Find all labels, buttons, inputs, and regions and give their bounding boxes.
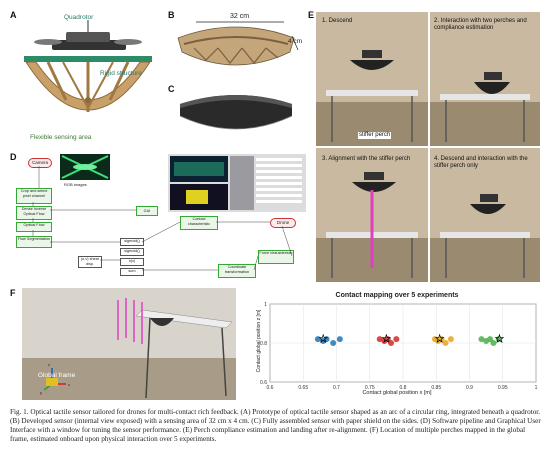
x-tick-label: 0.65 [298, 385, 308, 391]
panel-e-label: E [308, 10, 315, 20]
force-characteristic-node: Force characteristic [258, 250, 294, 264]
y-tick-label: 0.6 [260, 380, 267, 386]
data-point [393, 336, 400, 343]
uv-node: (u,v) shear disp. [78, 256, 102, 268]
gui-node: GUI [136, 206, 158, 216]
panel-a-label: A [10, 10, 17, 20]
panel-d: D Camera RGB images Crop and select pixe… [8, 150, 306, 282]
x-tick-label: 0.75 [365, 385, 375, 391]
step-3-photo [316, 148, 428, 282]
quadrotor-label: Quadrotor [64, 14, 94, 21]
global-frame-label: Global frame [38, 372, 76, 379]
panel-c: C [166, 82, 306, 148]
step-3-label: 3. Alignment with the stiffer perch [322, 156, 411, 162]
rgb-image-thumbnail [60, 154, 110, 180]
rgb-images-label: RGB images [64, 182, 87, 187]
scatter-plot: 0.6 0.65 0.7 0.75 0.8 0.85 0.9 0.95 1 1 0.8 0.6 ★ ★ ★ ★ [260, 302, 538, 391]
rigid-structure-label: Rigid structure [100, 70, 142, 77]
gui-screenshot [168, 154, 306, 212]
data-point [478, 336, 485, 343]
x-tick-label: 0.85 [431, 385, 441, 391]
data-point [376, 336, 383, 343]
data-point [442, 340, 449, 346]
data-point [314, 336, 321, 343]
drone-node: Drone [270, 218, 296, 228]
sensor-internal-photo [177, 21, 299, 66]
data-point [490, 340, 497, 346]
panel-f: F z x y Global frame Contact mapping ove… [8, 286, 546, 404]
step-2-label: 2. Interaction with two perches and comp… [434, 18, 527, 31]
estimate-star-marker: ★ [435, 334, 444, 345]
step-4-photo [430, 148, 540, 282]
data-point [330, 340, 337, 346]
y-tick-label: 1 [264, 302, 267, 308]
data-point [495, 336, 502, 343]
y-tick-label: 0.8 [260, 341, 267, 347]
flow-segmentation-node: Flow Segmentation [16, 236, 52, 248]
sum-node: sum [120, 268, 144, 276]
estimate-star-marker: ★ [319, 334, 328, 345]
x-tick-label: 0.8 [400, 385, 407, 391]
panel-d-label: D [10, 152, 17, 162]
x-tick-label: 0.6 [267, 385, 274, 391]
hx-node: h(x) [120, 258, 144, 266]
step-2-photo [430, 12, 540, 146]
step-1-label: 1. Descend [322, 18, 353, 24]
width-dimension: 32 cm [230, 13, 250, 20]
step-4-label: 4. Descend and interaction with the stif… [434, 156, 528, 169]
panel-e: E 1. Descend 2. Interact [308, 8, 546, 282]
x-tick-label: 0.95 [498, 385, 508, 391]
estimate-star-marker: ★ [495, 334, 504, 345]
x-tick-label: 0.7 [333, 385, 340, 391]
sigmoid-node-1: sigmoid() [120, 238, 144, 246]
estimate-star-marker: ★ [382, 334, 391, 345]
data-point [336, 336, 343, 343]
sigmoid-node-2: sigmoid() [120, 248, 144, 256]
panel-b-label: B [168, 10, 175, 20]
data-point [447, 336, 454, 343]
global-frame-photo [22, 288, 236, 400]
crop-node: Crop and select pixel channel [16, 188, 52, 204]
dense-flow-node: Dense Inverse Optical Flow [16, 206, 52, 220]
flexible-sensing-label: Flexible sensing area [30, 134, 92, 141]
contact-mapping-chart: Contact mapping over 5 experiments Conta… [248, 286, 546, 404]
chart-xlabel: Contact global position x [m] [362, 390, 432, 396]
panel-a: A Quadrotor Rigid structure Flexible sen… [8, 8, 166, 148]
axis-y-label: y [40, 390, 42, 395]
data-point [384, 336, 391, 343]
panel-b: B 32 cm 4 cm [166, 8, 306, 82]
optical-flow-node: Optical Flow [16, 222, 52, 232]
sensor-assembled-photo [179, 95, 293, 130]
chart-title: Contact mapping over 5 experiments [335, 292, 459, 299]
x-tick-label: 1 [535, 385, 538, 391]
stiffer-perch-label: stiffer perch [358, 132, 392, 139]
axis-x-label: x [68, 382, 70, 387]
figure-caption: Fig. 1. Optical tactile sensor tailored … [10, 408, 541, 443]
panel-c-label: C [168, 84, 175, 94]
data-point [323, 336, 330, 343]
panel-f-label: F [10, 288, 16, 298]
contact-characteristic-node: Contact characteristic [180, 216, 218, 230]
x-tick-label: 0.9 [466, 385, 473, 391]
camera-node: Camera [28, 158, 52, 168]
quadrotor-sensor-illustration [24, 20, 152, 112]
data-point [388, 340, 395, 346]
coordinate-transform-node: Coordinate transformation [218, 264, 256, 278]
height-dimension: 4 cm [288, 38, 303, 45]
data-point [487, 336, 494, 343]
step-1-photo [316, 12, 428, 146]
data-point [438, 336, 445, 343]
axis-z-label: z [48, 362, 50, 367]
